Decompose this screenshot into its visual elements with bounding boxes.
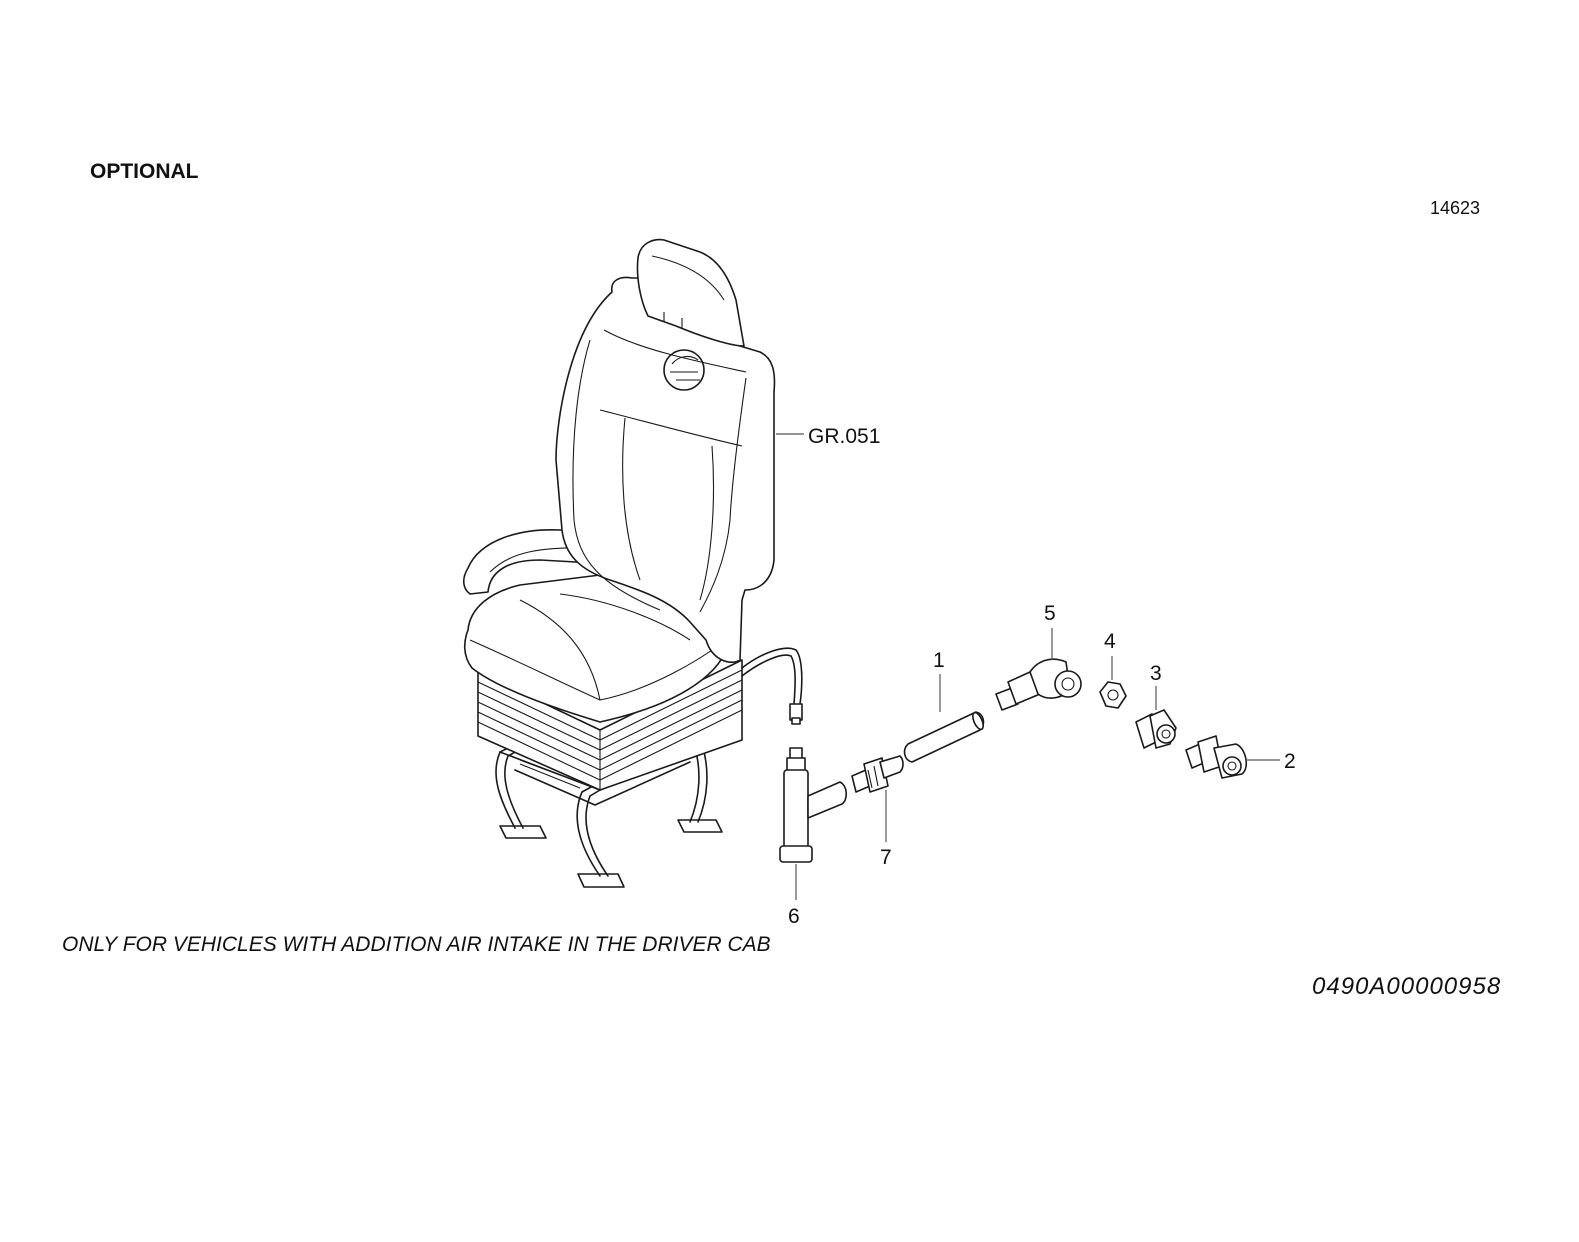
drawing-code: 0490A00000958 [1312,973,1502,1000]
part-3-bolt-drawing [1135,709,1177,749]
callout-4: 4 [1104,630,1116,653]
callout-1: 1 [933,649,945,672]
part-4-nut-drawing [1099,681,1127,709]
part-1-tube-drawing [903,711,985,763]
driver-seat-drawing [462,238,803,888]
group-ref-label: GR.051 [808,425,880,448]
callout-2: 2 [1284,750,1296,773]
callout-6: 6 [788,905,800,928]
part-2-fitting-drawing [1185,735,1248,779]
optional-label: OPTIONAL [90,160,199,183]
callout-7: 7 [880,846,892,869]
applicability-note: ONLY FOR VEHICLES WITH ADDITION AIR INTA… [62,933,771,956]
part-7-drawing [851,755,904,793]
callout-5: 5 [1044,602,1056,625]
sheet-number: 14623 [1430,198,1481,218]
callout-3: 3 [1150,662,1162,685]
part-6-drawing [779,747,848,863]
part-5-elbow-drawing [995,658,1082,711]
